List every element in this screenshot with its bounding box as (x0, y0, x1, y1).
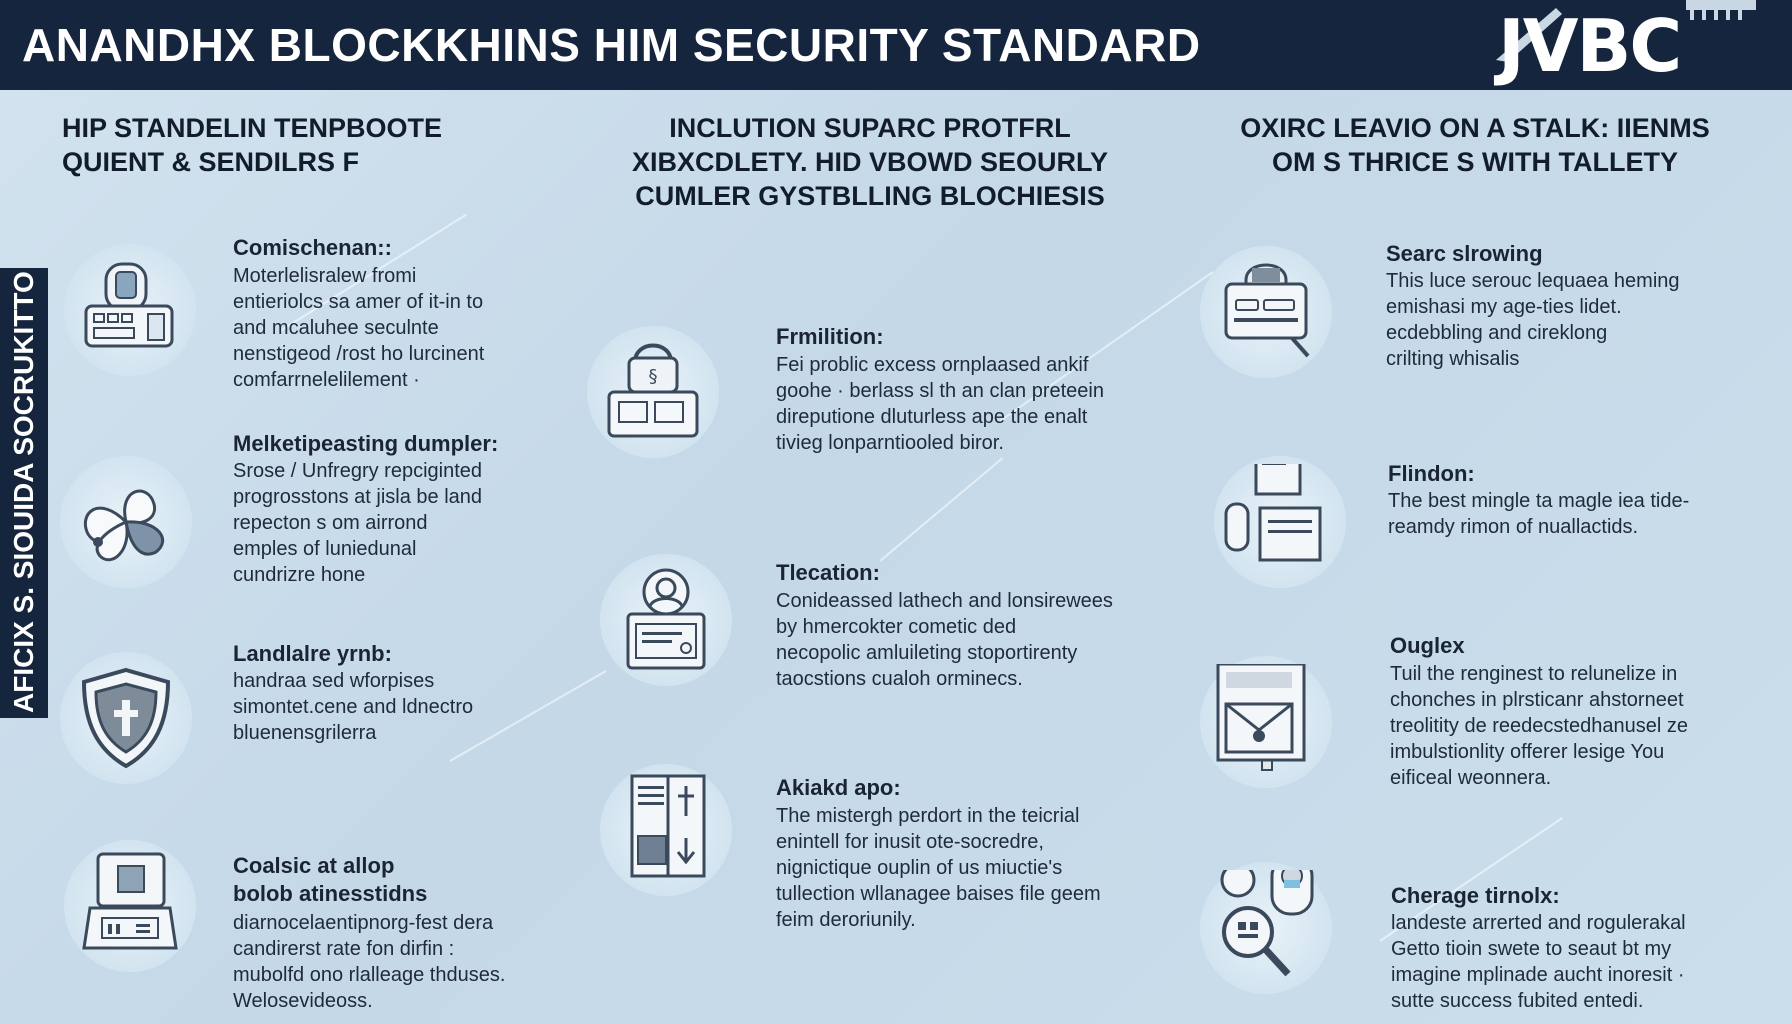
item-title: Tlecation: (776, 560, 880, 585)
quill-icon (1496, 0, 1756, 62)
logo-text: JVBC (1498, 4, 1682, 88)
shield-icon (81, 667, 171, 769)
page-title: ANANDHX BLOCKKHINS HIM SECURITY STANDARD (22, 19, 1201, 71)
item-title: Flindon: (1388, 461, 1475, 486)
item-title: Comischenan:: (233, 235, 392, 260)
item-title: Landlalre yrnb: (233, 641, 392, 666)
item-title: Akiakd apo: (776, 775, 901, 800)
column-heading: OXIRC LEAVIO ON A STALK: IIENMS OM S THR… (1240, 113, 1710, 177)
item-title: Cherage tirnolx: (1391, 883, 1560, 908)
padlock-device-icon: § (607, 343, 699, 438)
server-terminal-icon (84, 262, 174, 348)
header-bar: ANANDHX BLOCKKHINS HIM SECURITY STANDARD… (0, 0, 1792, 90)
column-heading: INCLUTION SUPARC PROTFRL XIBXCDLETY. HID… (631, 113, 1109, 211)
item-title: Frmilition: (776, 324, 884, 349)
id-card-icon (626, 568, 706, 670)
printer-icon (1224, 263, 1310, 358)
flower-icon (83, 489, 164, 562)
laptop-icon (82, 852, 178, 950)
item-title: Searc slrowing (1386, 241, 1543, 266)
logo: JVBC (1486, 0, 1786, 90)
documents-icon (1224, 464, 1322, 562)
side-banner: AFICIX S. SIOUIDA SOCRUKITTO (0, 268, 48, 718)
item-description: The best mingle ta magle iea tide-reamdy… (1388, 490, 1690, 538)
item-title: Ouglex (1390, 633, 1465, 658)
document-book-icon (630, 774, 706, 878)
mail-device-icon (1216, 664, 1306, 771)
column-heading: HIP STANDELIN TENPBOOTE QUIENT & SENDILR… (62, 113, 443, 177)
svg-text:§: § (649, 366, 658, 387)
decor-streak (879, 457, 1004, 562)
side-banner-text: AFICIX S. SIOUIDA SOCRUKITTO (8, 271, 39, 713)
person-magnifier-icon (1220, 870, 1314, 977)
item-title: Melketipeasting dumpler: (233, 431, 499, 456)
